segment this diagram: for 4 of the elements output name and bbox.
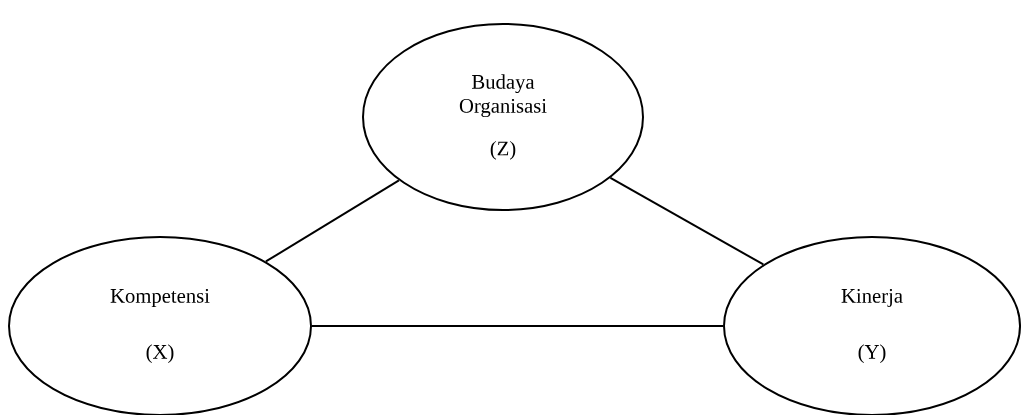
connector-line	[264, 179, 400, 263]
ellipse-node: Budaya Organisasi (Z)	[362, 23, 644, 211]
connector-line	[609, 176, 765, 266]
connector-line	[311, 325, 724, 327]
